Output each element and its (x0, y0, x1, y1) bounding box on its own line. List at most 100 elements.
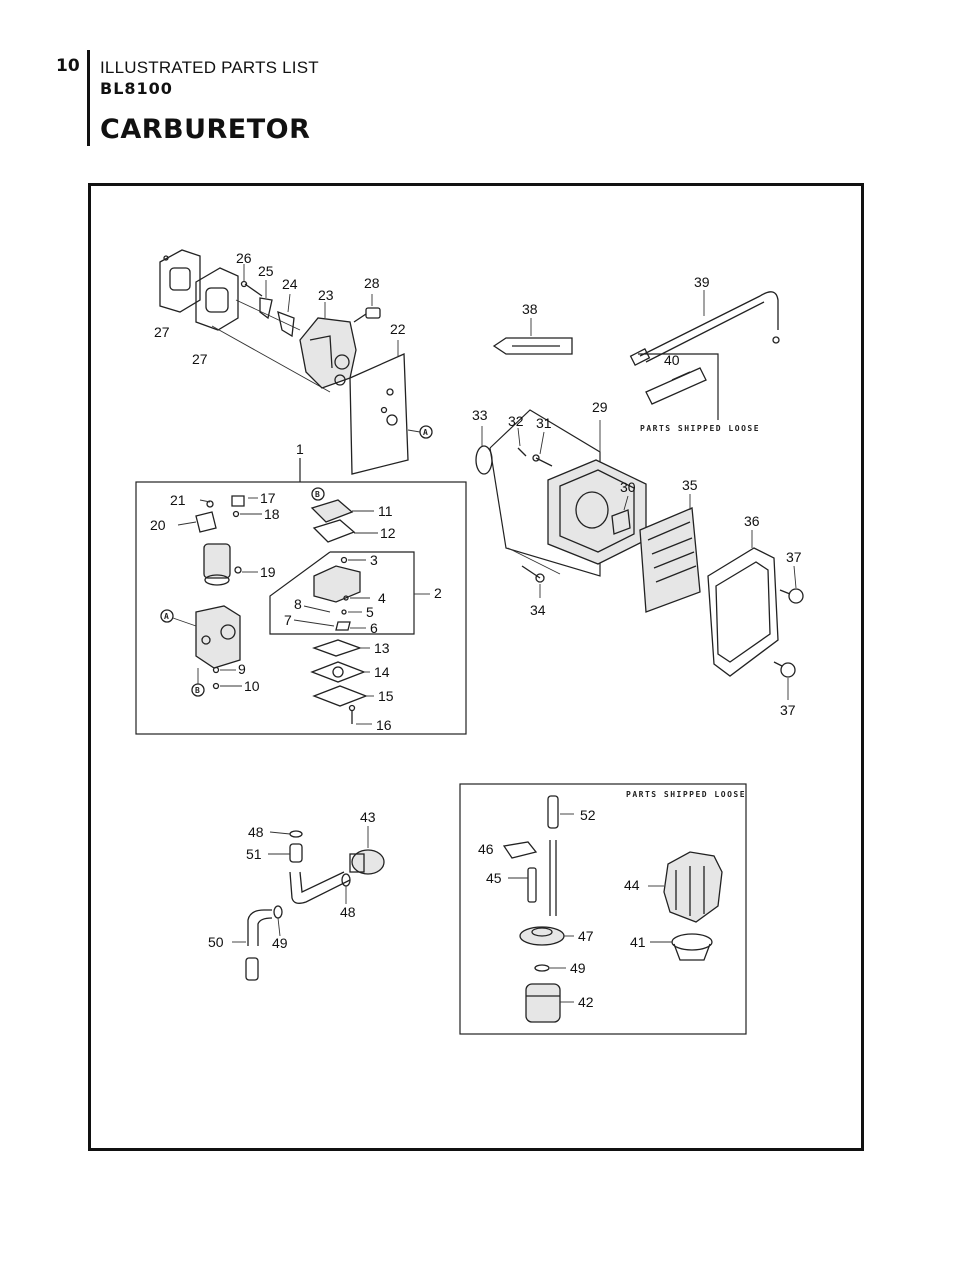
rod-45 (527, 867, 537, 903)
callout-29: 29 (592, 399, 608, 415)
callout-4: 4 (378, 590, 386, 606)
callout-6: 6 (370, 620, 378, 636)
callout-36: 36 (744, 513, 760, 529)
screw-16 (348, 704, 356, 724)
air-cleaner-base (547, 459, 647, 565)
callout-37-bottom: 37 (780, 702, 796, 718)
callout-20: 20 (150, 517, 166, 533)
gasket-27-inner (195, 267, 239, 331)
callout-23: 23 (318, 287, 334, 303)
callout-42: 42 (578, 994, 594, 1010)
plate-24 (277, 310, 295, 338)
callout-16: 16 (376, 717, 392, 733)
callout-37-top: 37 (786, 549, 802, 565)
loose-parts-bracket-top (638, 353, 719, 420)
clamp-49-left (273, 905, 283, 919)
parts-shipped-loose-bottom: PARTS SHIPPED LOOSE (626, 790, 746, 799)
callout-50: 50 (208, 934, 224, 950)
fuel-filter-42 (525, 983, 561, 1023)
callout-48-bottom: 48 (340, 904, 356, 920)
callout-40: 40 (664, 352, 680, 368)
ref-a-top-marker (419, 425, 433, 439)
callout-7: 7 (284, 612, 292, 628)
subassembly-2-box (269, 551, 415, 635)
cover-36 (707, 547, 779, 677)
callout-48-top: 48 (248, 824, 264, 840)
primer-43 (349, 849, 385, 875)
bolt-28 (353, 307, 381, 323)
ref-a-bottom-marker (160, 609, 174, 623)
fuel-cap-44 (663, 851, 723, 923)
parts-shipped-loose-top: PARTS SHIPPED LOOSE (640, 424, 760, 433)
callout-30: 30 (620, 479, 636, 495)
o-ring-33 (475, 445, 493, 475)
cover-15 (312, 685, 368, 707)
screw-32 (517, 447, 527, 457)
pump-cover-11 (310, 499, 354, 523)
header-divider (87, 50, 90, 146)
knob-37-lower (773, 661, 796, 678)
callout-1: 1 (296, 441, 304, 457)
callout-28: 28 (364, 275, 380, 291)
callout-25: 25 (258, 263, 274, 279)
callout-15: 15 (378, 688, 394, 704)
clamp-48-top (289, 830, 303, 838)
callout-27-top: 27 (154, 324, 170, 340)
callout-46: 46 (478, 841, 494, 857)
callout-5: 5 (366, 604, 374, 620)
callout-34: 34 (530, 602, 546, 618)
loose-parts-box-bottom (459, 783, 747, 1035)
callout-2: 2 (434, 585, 442, 601)
pipe-50-lower (245, 957, 259, 981)
ref-a-top: A (423, 428, 429, 437)
callout-3: 3 (370, 552, 378, 568)
callout-13: 13 (374, 640, 390, 656)
fuel-hose (289, 871, 351, 904)
o-ring-49-right (534, 964, 550, 972)
callout-45: 45 (486, 870, 502, 886)
bracket-30 (611, 509, 631, 535)
knob-37-upper (779, 588, 804, 604)
diaphragm-13 (312, 639, 362, 657)
callout-49-left: 49 (272, 935, 288, 951)
arrow-sticker-38 (492, 337, 573, 355)
callout-14: 14 (374, 664, 390, 680)
diagram-frame (88, 183, 864, 1151)
gasket-27-outer (159, 249, 201, 313)
plate-25 (259, 297, 273, 320)
ref-b-top: B (315, 490, 321, 499)
carb-body-lower (195, 605, 241, 669)
holder-23 (299, 317, 357, 389)
callout-8: 8 (294, 596, 302, 612)
callout-31: 31 (536, 415, 552, 431)
callout-12: 12 (380, 525, 396, 541)
bolt-34 (521, 565, 545, 583)
callout-22: 22 (390, 321, 406, 337)
callout-33: 33 (472, 407, 488, 423)
callout-21: 21 (170, 492, 186, 508)
plate-22 (349, 353, 409, 475)
assembly-1-box (135, 481, 467, 735)
cable-end-40 (645, 367, 707, 405)
ref-b-bottom: B (195, 686, 201, 695)
callout-24: 24 (282, 276, 298, 292)
gasket-12 (312, 519, 356, 543)
callout-11: 11 (378, 503, 393, 519)
throttle-cable-39 (629, 291, 780, 366)
callout-19: 19 (260, 564, 276, 580)
callout-9: 9 (238, 661, 246, 677)
callout-17: 17 (260, 490, 276, 506)
cap-insert-41 (671, 933, 713, 961)
fitting-46 (502, 841, 538, 859)
bolt-31 (532, 454, 553, 467)
page-number: 10 (56, 56, 80, 76)
model-number: BL8100 (100, 79, 173, 98)
callout-27-bottom: 27 (192, 351, 208, 367)
ref-b-top-marker (311, 487, 325, 501)
callout-41: 41 (630, 934, 646, 950)
callout-49-right: 49 (570, 960, 586, 976)
elbow-hose-50 (247, 909, 273, 946)
section-title: CARBURETOR (100, 114, 311, 145)
gasket-14 (310, 661, 366, 683)
